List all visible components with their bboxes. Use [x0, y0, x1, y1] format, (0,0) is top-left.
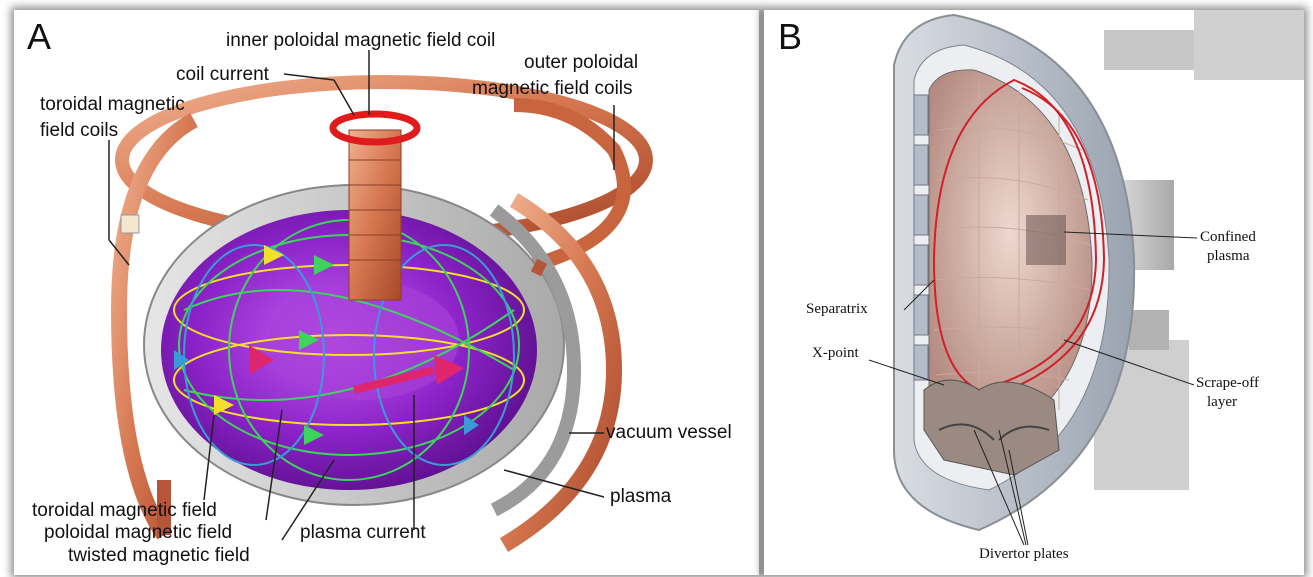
toroidal-magnetic-field-label: toroidal magnetic field	[32, 500, 217, 522]
confined-plasma-label-line1: Confined	[1200, 228, 1256, 246]
coil-current-label: coil current	[176, 64, 269, 86]
confined-plasma-label-line2: plasma	[1207, 247, 1250, 265]
panel-b-tokamak-cross-section: B Confined plasma Separatrix X-point Scr…	[764, 10, 1304, 575]
scrape-off-layer-label-line2: layer	[1207, 393, 1237, 411]
divertor-plates-label: Divertor plates	[979, 545, 1069, 563]
cross-section-illustration	[764, 10, 1304, 575]
inner-poloidal-coil-label: inner poloidal magnetic field coil	[226, 30, 495, 52]
scrape-off-layer-label-line1: Scrape-off	[1196, 374, 1259, 392]
x-point-label: X-point	[812, 344, 859, 362]
central-solenoid	[349, 130, 401, 300]
panel-b-letter: B	[778, 16, 802, 58]
twisted-magnetic-field-label: twisted magnetic field	[68, 545, 250, 567]
panel-a-tokamak-diagram: A inner poloidal magnetic field coil coi…	[14, 10, 759, 575]
panel-a-letter: A	[27, 16, 51, 58]
vacuum-vessel-label: vacuum vessel	[606, 422, 732, 444]
outer-poloidal-coils-label-line1: outer poloidal	[524, 52, 638, 74]
separatrix-label: Separatrix	[806, 300, 868, 318]
toroidal-coils-label-line1: toroidal magnetic	[40, 94, 185, 116]
poloidal-magnetic-field-label: poloidal magnetic field	[44, 522, 232, 544]
plasma-label: plasma	[610, 486, 671, 508]
toroidal-coils-label-line2: field coils	[40, 120, 118, 142]
plasma-current-label: plasma current	[300, 522, 426, 544]
outer-poloidal-coils-label-line2: magnetic field coils	[472, 78, 633, 100]
